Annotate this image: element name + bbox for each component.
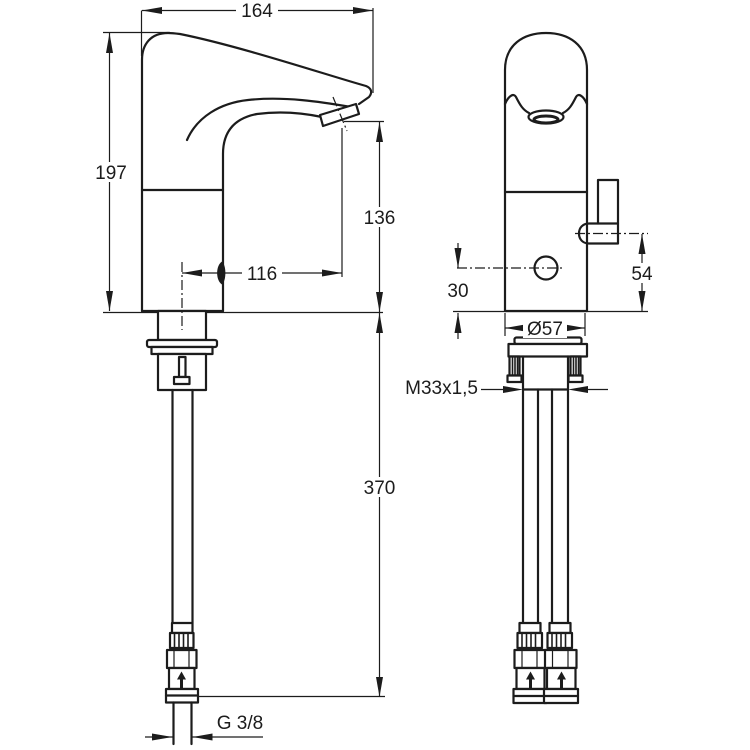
column-outline: [503, 31, 589, 313]
hose-connector: [164, 621, 200, 746]
spout-underside-curve: [185, 97, 353, 142]
temperature-handle: [577, 178, 620, 245]
dim-base-diameter-label: Ø57: [527, 319, 563, 340]
aerator-side: [318, 102, 361, 128]
dim-sensor-offset-label: 30: [447, 281, 468, 302]
threaded-stud-right: [567, 355, 584, 384]
base-band: [507, 342, 589, 358]
hose-connector-right: [542, 621, 580, 705]
fixing-bolt-head: [172, 375, 191, 386]
hose-connector-left: [512, 621, 548, 705]
dim-mounting-thread-label: M33x1,5: [405, 378, 478, 399]
dimension-labels: 164 197 136 116 370 G 3/8 30 54 Ø57 M33x…: [92, 1, 657, 734]
dim-outlet-reach-label: 116: [247, 264, 277, 285]
dim-hose-thread-label: G 3/8: [217, 713, 263, 734]
line-crossing-mark: [217, 261, 226, 285]
dim-total-height-label: 197: [95, 163, 127, 184]
body-right-edge: [221, 111, 324, 313]
aerator-front-inner: [532, 114, 560, 125]
faucet-side-view: [140, 31, 373, 746]
spout-outline: [140, 31, 373, 313]
dim-handle-offset-label: 54: [631, 264, 653, 285]
threaded-stud-left: [506, 355, 523, 384]
dim-outlet-height-label: 136: [364, 208, 396, 229]
faucet-front-view: [457, 31, 648, 705]
spout-front-contour: [503, 93, 589, 115]
flow-direction-arrow: [177, 671, 186, 680]
fixing-bolt-stem: [177, 355, 187, 379]
dim-overall-projection-label: 164: [241, 1, 273, 22]
outlet-axis-centerline: [332, 96, 348, 132]
dim-hose-length-label: 370: [364, 478, 396, 499]
